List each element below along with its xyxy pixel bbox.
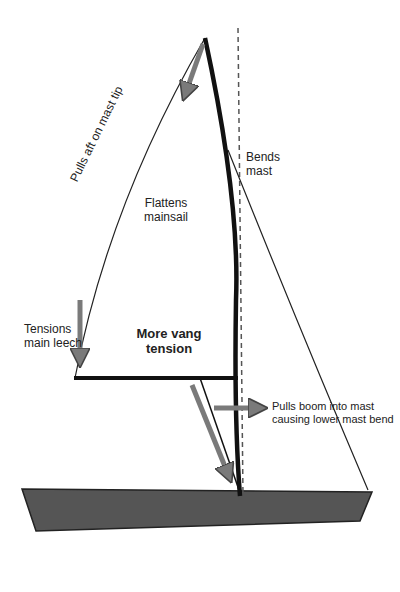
effect-note: Bends mast — [246, 150, 290, 178]
force-note: Pulls aft on mast tip — [67, 84, 125, 184]
effect-note: Pulls boom into mast causing lower mast … — [272, 400, 394, 426]
effect-note: Flattens mainsail — [136, 196, 196, 224]
main-leech — [75, 38, 205, 378]
hull — [22, 489, 372, 531]
effect-note: Tensions main leech — [24, 322, 86, 350]
force-arrow — [192, 385, 228, 474]
control-heading: More vang tension — [136, 326, 202, 356]
straight-mast-reference — [238, 28, 243, 496]
jib-luff — [228, 150, 368, 490]
boom — [74, 376, 238, 380]
vang — [200, 378, 239, 490]
force-arrow — [186, 44, 203, 92]
force-arrow — [214, 406, 258, 411]
